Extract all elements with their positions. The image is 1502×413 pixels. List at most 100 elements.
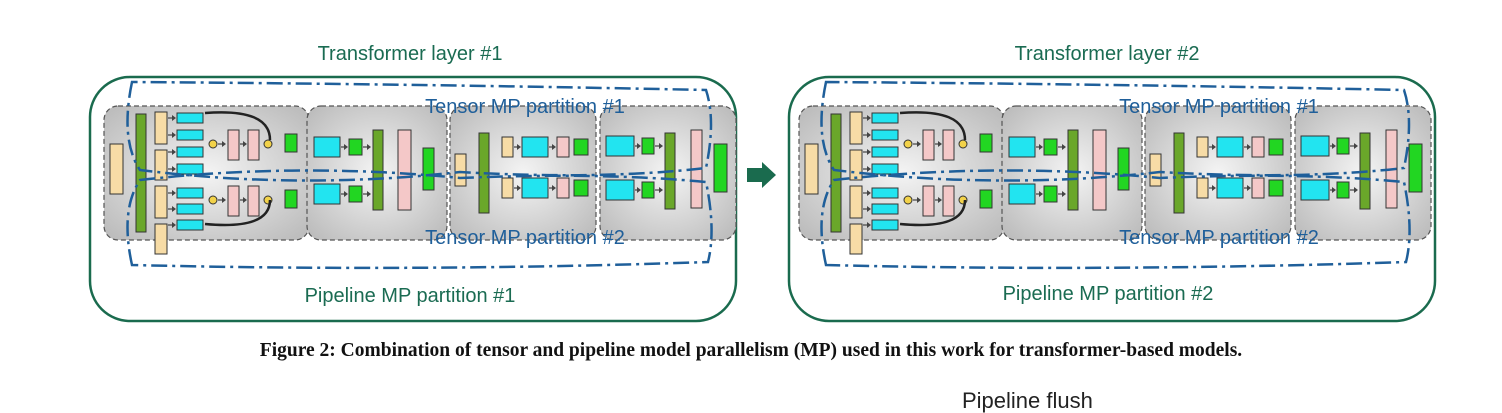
dropout xyxy=(247,185,260,217)
arrow-tip xyxy=(517,185,521,191)
output-proj xyxy=(348,138,363,156)
tensor-partition-label: Tensor MP partition #1 xyxy=(1119,96,1319,118)
projection xyxy=(1216,177,1244,199)
output-proj xyxy=(1268,179,1284,197)
arrow-tip xyxy=(637,143,641,149)
split xyxy=(1196,177,1209,199)
output-proj xyxy=(1043,185,1058,203)
output-proj xyxy=(284,189,298,209)
linear-layer xyxy=(1067,129,1079,211)
arrow-tip xyxy=(172,222,176,228)
arrow-tip xyxy=(243,197,247,203)
arrow-tip xyxy=(172,190,176,196)
projection xyxy=(176,219,204,231)
tensor-partition-label: Tensor MP partition #2 xyxy=(1119,227,1319,249)
projection xyxy=(871,219,899,231)
norm xyxy=(1149,153,1162,187)
projection xyxy=(605,135,635,157)
output-proj xyxy=(641,181,655,199)
softmax xyxy=(922,185,935,217)
value-path xyxy=(899,111,967,141)
projection xyxy=(176,129,204,141)
transformer-layer-panel-1: Transformer layer #1 Tensor MP partition… xyxy=(88,43,738,323)
dropout xyxy=(942,129,955,161)
partial-text-below: Pipeline flush xyxy=(962,388,1093,413)
projection xyxy=(1216,136,1244,158)
output-proj xyxy=(713,143,728,193)
arrow-tip xyxy=(1039,191,1043,197)
arrow-tip xyxy=(344,191,348,197)
qkv-split xyxy=(154,223,168,255)
arrow-tip xyxy=(867,149,871,155)
layer-block xyxy=(1144,105,1292,241)
projection xyxy=(1008,136,1036,158)
output-proj xyxy=(1117,147,1130,191)
arrow-tip xyxy=(917,197,921,203)
qkv-split xyxy=(849,185,863,219)
arrow-tip xyxy=(659,143,663,149)
arrow-tip xyxy=(1332,187,1336,193)
split xyxy=(501,177,514,199)
projection xyxy=(313,183,341,205)
activation xyxy=(556,136,570,158)
projection xyxy=(871,112,899,124)
arrow-tip xyxy=(1354,143,1358,149)
layer-block xyxy=(449,105,597,241)
softmax xyxy=(227,129,240,161)
arrow-tip xyxy=(552,144,556,150)
arrow-tip xyxy=(1332,143,1336,149)
panel-title: Transformer layer #2 xyxy=(1015,43,1200,65)
norm xyxy=(454,153,467,187)
multiply-op xyxy=(903,139,913,149)
output-proj xyxy=(641,137,655,155)
qkv-split xyxy=(849,223,863,255)
output-proj xyxy=(1268,138,1284,156)
arrow-tip xyxy=(659,187,663,193)
projection xyxy=(871,203,899,215)
tensor-partition-label: Tensor MP partition #2 xyxy=(425,227,625,249)
multiply-op xyxy=(208,139,218,149)
dropout xyxy=(942,185,955,217)
linear-layer xyxy=(372,129,384,211)
split xyxy=(501,136,514,158)
split xyxy=(1196,136,1209,158)
arrow-tip xyxy=(172,115,176,121)
output-proj xyxy=(573,138,589,156)
arrow-tip xyxy=(1247,144,1251,150)
multiply-op xyxy=(903,195,913,205)
blocks-area xyxy=(103,105,737,255)
qkv-split xyxy=(154,111,168,145)
projection xyxy=(176,163,204,175)
pipeline-partition-label: Pipeline MP partition #1 xyxy=(305,285,516,307)
arrow-shaft xyxy=(747,168,763,182)
qkv-split xyxy=(849,111,863,145)
projection xyxy=(871,129,899,141)
projection xyxy=(871,146,899,158)
arrow-tip xyxy=(222,141,226,147)
flow-arrow xyxy=(747,162,776,188)
input-norm xyxy=(109,143,124,195)
qkv-split xyxy=(154,149,168,181)
projection xyxy=(1008,183,1036,205)
output-proj xyxy=(348,185,363,203)
projection xyxy=(176,203,204,215)
dropout xyxy=(247,129,260,161)
arrow-tip xyxy=(938,197,942,203)
tensor-partition-1-outline xyxy=(126,80,713,182)
tensor-partition-1-outline xyxy=(820,80,1411,182)
multiply-op xyxy=(208,195,218,205)
projection xyxy=(313,136,341,158)
arrow-tip xyxy=(917,141,921,147)
arrow-tip xyxy=(517,144,521,150)
arrow-tip xyxy=(1062,191,1066,197)
arrow-tip xyxy=(367,144,371,150)
qkv-split xyxy=(849,149,863,181)
output-proj xyxy=(422,147,435,191)
projection xyxy=(871,163,899,175)
layernorm xyxy=(1092,129,1107,211)
arrow-tip xyxy=(867,222,871,228)
arrow-tip xyxy=(1062,144,1066,150)
blocks-area xyxy=(798,105,1432,255)
projection xyxy=(176,146,204,158)
projection xyxy=(521,177,549,199)
